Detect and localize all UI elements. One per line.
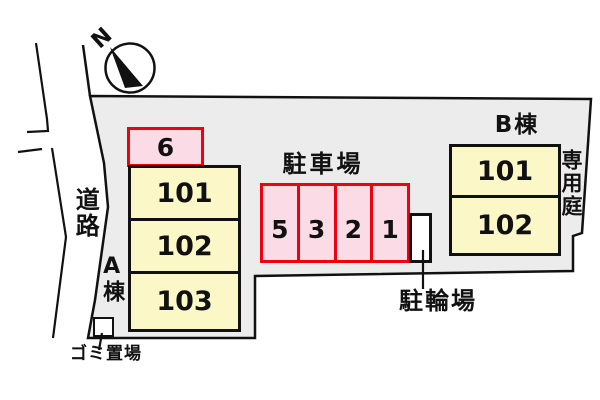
garbage-area-box bbox=[93, 317, 114, 337]
building-a-box: 101 102 103 bbox=[128, 165, 241, 332]
parking-space-3-number: 3 bbox=[307, 214, 326, 244]
room-b-102: 102 bbox=[452, 198, 558, 253]
garbage-area-label: ゴミ置場 bbox=[70, 344, 142, 364]
road-line-lower bbox=[50, 147, 68, 339]
parking-space-2-number: 2 bbox=[344, 214, 363, 244]
parking-label: 駐車場 bbox=[282, 150, 364, 178]
road-line-upper bbox=[26, 42, 50, 134]
room-a-102: 102 bbox=[131, 221, 238, 274]
room-a-101-number: 101 bbox=[156, 177, 213, 209]
road-line-branch bbox=[17, 147, 43, 154]
parking-space-5: 5 bbox=[263, 186, 297, 260]
room-b-101-number: 101 bbox=[476, 155, 534, 187]
room-b-102-number: 102 bbox=[476, 210, 534, 241]
bicycle-parking-box bbox=[409, 213, 432, 263]
bicycle-parking-label: 駐輪場 bbox=[399, 287, 477, 315]
parking-spaces-box: 5 3 2 1 bbox=[260, 183, 410, 263]
room-b-101: 101 bbox=[452, 147, 558, 198]
road-edge-line bbox=[81, 44, 92, 97]
private-garden-label: 専用庭 bbox=[559, 149, 584, 218]
parking-space-1-number: 1 bbox=[381, 214, 399, 244]
building-b-box: 101 102 bbox=[449, 144, 561, 256]
room-6-box: 6 bbox=[127, 127, 204, 167]
road-label: 道路 bbox=[71, 187, 100, 239]
room-a-102-number: 102 bbox=[156, 230, 213, 262]
parking-space-3: 3 bbox=[296, 186, 334, 260]
room-6-number: 6 bbox=[156, 132, 175, 162]
building-b-label: B棟 bbox=[494, 112, 540, 138]
parking-space-1: 1 bbox=[370, 186, 407, 260]
compass-circle bbox=[104, 42, 156, 94]
parking-space-2: 2 bbox=[333, 186, 371, 260]
building-a-label: A棟 bbox=[99, 254, 125, 303]
room-a-103-number: 103 bbox=[156, 286, 213, 317]
parking-space-5-number: 5 bbox=[271, 214, 289, 244]
compass-needle-icon bbox=[110, 47, 143, 88]
room-a-103: 103 bbox=[131, 274, 238, 329]
room-a-101: 101 bbox=[131, 168, 238, 221]
